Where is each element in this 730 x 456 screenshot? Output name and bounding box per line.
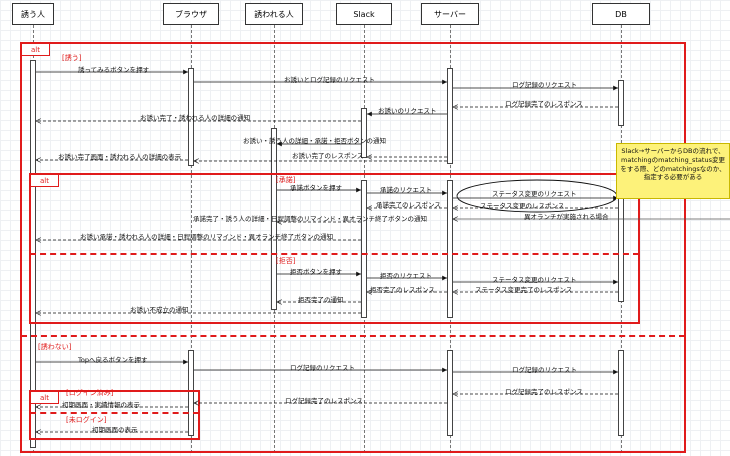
- msg-invite-accepted-notify: お誘い承諾・誘われる人の詳細・日程調整のリマインド・異オランチ終了ボタンの通知: [80, 233, 334, 241]
- msg-invite-done-response: お誘い完了のレスポンス: [292, 152, 364, 160]
- divider-outer: [21, 335, 685, 337]
- msg-invite-done-notify: お誘い完了・誘われる人の詳細の通知: [140, 114, 251, 122]
- msg-status-change-done-response: ステータス変更完了のレスポンス: [475, 286, 573, 294]
- msg-accept-done-notify: 承諾完了・誘う人の詳細・日程調整のリマインド・異オランチ終了ボタンの通知: [193, 215, 427, 223]
- msg-log-request-2: ログ記録のリクエスト: [290, 364, 355, 372]
- msg-press-top: Topへ戻るボタンを押す: [78, 356, 148, 364]
- activation-server-2: [447, 180, 453, 318]
- guard-logged-in: [ログイン済み]: [66, 389, 114, 397]
- note-slack-server-db: Slack→サーバーからDBの流れで、matchingのmatching_sta…: [616, 143, 730, 199]
- msg-accept-request: 承諾のリクエスト: [380, 186, 432, 194]
- frame-outer-alt: alt: [20, 42, 686, 453]
- guard-reject: [拒否]: [276, 257, 296, 265]
- lifeline-browser: [191, 25, 192, 453]
- msg-press-accept: 承諾ボタンを押す: [290, 184, 342, 192]
- participant-inviter: 誘う人: [12, 3, 54, 25]
- msg-status-change-request-2: ステータス変更のリクエスト: [492, 276, 577, 284]
- msg-initial-screen: 初期画面の表示: [92, 426, 138, 434]
- guard-not-invite: [誘わない]: [38, 343, 72, 351]
- msg-reject-request: 拒否のリクエスト: [380, 272, 432, 280]
- msg-log-done-3: ログ記録完了のレスポンス: [285, 397, 363, 405]
- guard-invite: [誘う]: [62, 54, 82, 62]
- msg-reject-done-notify: 拒否完了の通知: [298, 296, 344, 304]
- activation-slack-1: [361, 108, 367, 158]
- msg-reject-done-response: 拒否完了のレスポンス: [370, 286, 435, 294]
- activation-db-3: [618, 350, 624, 436]
- divider-accept-reject: [30, 253, 639, 255]
- msg-invite-done-screen: お誘い完了画面・誘われる人の詳細の表示: [58, 153, 182, 161]
- msg-invite-request: お誘いのリクエスト: [378, 107, 437, 115]
- activation-browser-2: [188, 350, 194, 436]
- activation-slack-2: [361, 180, 367, 318]
- msg-log-request-3: ログ記録のリクエスト: [512, 366, 577, 374]
- msg-initial-screen-stats: 初期画面・実績情報の表示: [62, 401, 140, 409]
- participant-db: DB: [592, 3, 650, 25]
- msg-invite-failed-notify: お誘い不成立の通知: [130, 306, 189, 314]
- guard-accept: [承諾]: [276, 176, 296, 184]
- msg-log-done: ログ記録完了のレスポンス: [505, 100, 583, 108]
- divider-login: [30, 412, 199, 414]
- guard-not-logged-in: [未ログイン]: [66, 416, 107, 424]
- participant-invitee: 誘われる人: [245, 3, 303, 25]
- msg-status-change-request: ステータス変更のリクエスト: [492, 190, 577, 198]
- msg-accept-done-response: 承諾完了のレスポンス: [376, 201, 441, 209]
- participant-server: サーバー: [421, 3, 479, 25]
- msg-lunch-held: 異オランチが実施される場合: [524, 213, 609, 221]
- msg-log-request: ログ記録のリクエスト: [512, 81, 577, 89]
- msg-log-done-2: ログ記録完了のレスポンス: [505, 388, 583, 396]
- msg-invite-detail-notify: お誘い・誘う人の詳細・承諾・拒否ボタンの通知: [243, 137, 386, 145]
- activation-invitee: [271, 128, 277, 310]
- frame-accept-reject-tab: alt: [31, 175, 59, 187]
- msg-invite-log-request: お誘いとログ記録のリクエスト: [284, 76, 375, 84]
- frame-accept-reject-alt: alt: [29, 173, 640, 324]
- frame-login-alt: alt: [29, 390, 200, 440]
- frame-login-tab: alt: [31, 392, 59, 404]
- activation-browser-1: [188, 68, 194, 166]
- frame-outer-tab: alt: [22, 44, 50, 56]
- participant-slack: Slack: [336, 3, 392, 25]
- msg-press-invite: 誘ってみるボタンを押す: [78, 66, 150, 74]
- msg-press-reject: 拒否ボタンを押す: [290, 268, 342, 276]
- activation-server-1: [447, 68, 453, 164]
- msg-status-change-response: ステータス変更のレスポンス: [480, 202, 565, 210]
- activation-db-1: [618, 80, 624, 126]
- participant-browser: ブラウザ: [163, 3, 219, 25]
